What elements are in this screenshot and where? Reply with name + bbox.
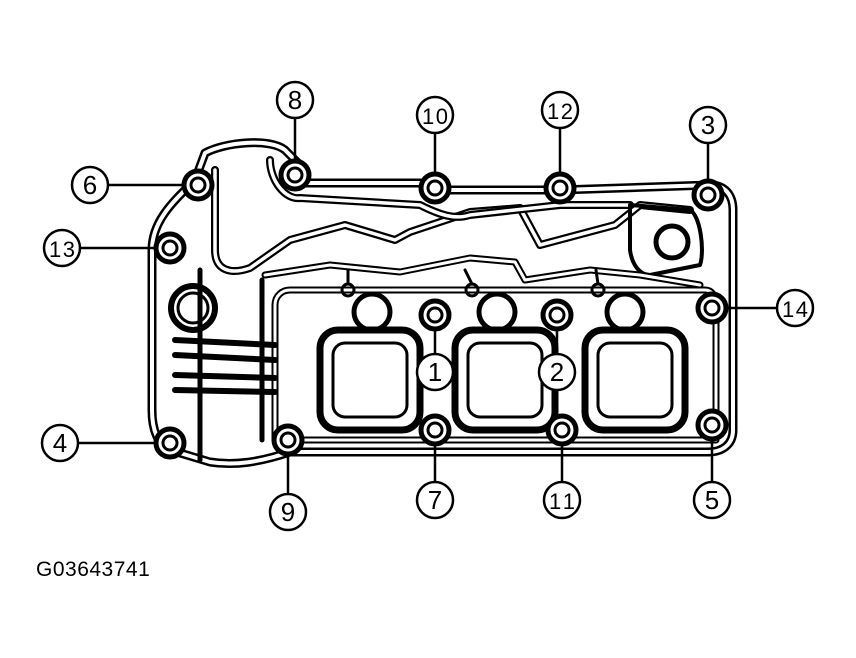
right-boss xyxy=(628,203,704,277)
callout-12: 12 xyxy=(540,90,580,130)
callout-6: 6 xyxy=(70,165,110,205)
bolt-layer xyxy=(153,158,729,460)
bolt-2 xyxy=(540,298,574,332)
port-window-3 xyxy=(581,326,689,434)
callout-label-6: 6 xyxy=(83,170,97,200)
port-window-1 xyxy=(316,326,424,434)
callout-label-3: 3 xyxy=(701,110,715,140)
bolt-1 xyxy=(418,298,452,332)
plug-hole-3 xyxy=(604,291,646,333)
leader-layer xyxy=(78,118,777,494)
left-strip-lower xyxy=(172,372,278,395)
callout-label-14: 14 xyxy=(782,297,808,322)
bolt-12 xyxy=(543,171,577,205)
callout-10: 10 xyxy=(415,95,455,135)
callout-1: 1 xyxy=(415,352,455,392)
bolt-7 xyxy=(418,413,452,447)
plug-hole-1 xyxy=(351,291,393,333)
left-large-port xyxy=(168,283,218,333)
port-window-2-inner xyxy=(466,341,544,419)
callout-label-1: 1 xyxy=(428,357,442,387)
bolt-3 xyxy=(691,178,725,212)
callout-7: 7 xyxy=(415,480,455,520)
callout-label-9: 9 xyxy=(281,497,295,527)
callout-label-13: 13 xyxy=(49,237,75,262)
callout-label-12: 12 xyxy=(547,99,573,124)
callout-4: 4 xyxy=(40,423,80,463)
callout-13: 13 xyxy=(42,228,82,268)
bolt-6 xyxy=(181,168,215,202)
callout-label-11: 11 xyxy=(549,489,575,514)
bolt-4 xyxy=(153,426,187,460)
callout-label-10: 10 xyxy=(422,104,448,129)
bolt-13 xyxy=(153,231,187,265)
bolt-14 xyxy=(695,291,729,325)
left-vertical-rib xyxy=(197,267,265,463)
callout-label-7: 7 xyxy=(428,485,442,515)
bolt-5 xyxy=(695,408,729,442)
callout-label-4: 4 xyxy=(53,428,67,458)
port-window-1-inner xyxy=(331,341,409,419)
port-window-3-inner xyxy=(596,341,674,419)
callout-label-8: 8 xyxy=(288,85,302,115)
left-strip-upper xyxy=(172,337,278,363)
mid-strip-inner xyxy=(263,256,702,287)
bolt-9 xyxy=(271,423,305,457)
callout-2: 2 xyxy=(537,352,577,392)
callout-14: 14 xyxy=(775,288,815,328)
callout-3: 3 xyxy=(688,105,728,145)
right-boss-port xyxy=(653,223,691,261)
callout-label-2: 2 xyxy=(550,357,564,387)
plug-hole-2 xyxy=(476,291,518,333)
bolt-11 xyxy=(545,413,579,447)
left-large-port-inner xyxy=(176,291,210,325)
upper-rib-inner xyxy=(213,168,692,273)
bolt-8 xyxy=(278,158,312,192)
callout-11: 11 xyxy=(542,480,582,520)
figure-caption: G03643741 xyxy=(36,558,151,581)
callout-label-5: 5 xyxy=(705,485,719,515)
hook-stems xyxy=(346,268,600,286)
callout-9: 9 xyxy=(268,492,308,532)
callout-8: 8 xyxy=(275,80,315,120)
top-channel-inner xyxy=(268,158,632,219)
callout-5: 5 xyxy=(692,480,732,520)
bolt-10 xyxy=(418,171,452,205)
